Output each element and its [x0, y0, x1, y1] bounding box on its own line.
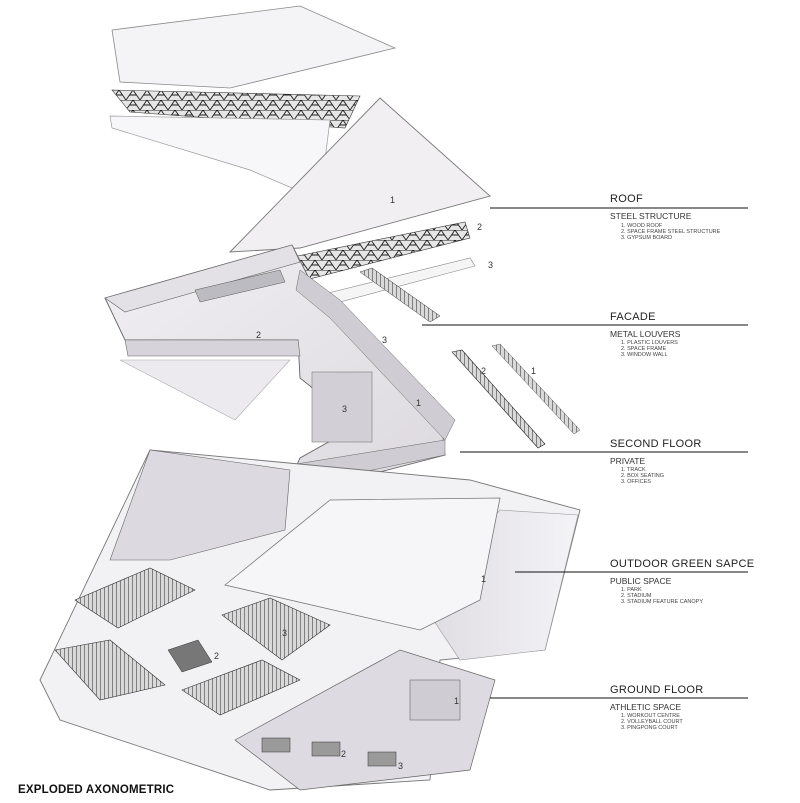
stadium-canopy-west — [54, 639, 166, 701]
legend-ground-floor: GROUND FLOOR ATHLETIC SPACE 1. WORKOUT C… — [610, 684, 703, 731]
legend-facade: FACADE METAL LOUVERS 1. PLASTIC LOUVERS … — [610, 311, 681, 358]
legend-second-floor: SECOND FLOOR PRIVATE 1. TRACK 2. BOX SEA… — [610, 438, 702, 485]
outdoor-stadium-canopy — [224, 497, 501, 631]
roof-item-1: 1. WOOD ROOF — [621, 223, 663, 229]
legend-roof: ROOF STEEL STRUCTURE 1. WOOD ROOF 2. SPA… — [610, 193, 721, 241]
outdoor-ground-layer — [39, 449, 581, 791]
roof-item-2: 2. SPACE FRAME STEEL STRUCTURE — [621, 229, 721, 235]
second-floor-item-2: 2. BOX SEATING — [621, 473, 664, 479]
facade-marker-3: 3 — [382, 335, 387, 345]
second-floor-box-seating — [194, 269, 286, 303]
facade-louver-strip-2 — [451, 349, 546, 449]
second-floor-underside — [119, 359, 291, 421]
second-floor-item-1: 1. TRACK — [621, 467, 646, 473]
second-floor-layer — [104, 244, 456, 486]
ground-floor-heading: GROUND FLOOR — [610, 684, 703, 696]
ground-floor-item-3: 3. PINGPONG COURT — [621, 725, 678, 731]
second-floor-subtitle: PRIVATE — [610, 456, 645, 466]
roof-item-3: 3. GYPSUM BOARD — [621, 235, 672, 241]
outdoor-marker-1: 1 — [481, 574, 486, 584]
second-marker-3: 3 — [342, 404, 347, 414]
second-floor-wall-top — [104, 244, 301, 313]
facade-marker-2: 2 — [481, 366, 486, 376]
roof-marker-1: 1 — [390, 195, 395, 205]
roof-heading: ROOF — [610, 193, 643, 205]
second-floor-item-3: 3. OFFICES — [621, 479, 651, 485]
second-floor-wall-front — [124, 339, 301, 357]
facade-item-1: 1. PLASTIC LOUVERS — [621, 340, 678, 346]
outdoor-item-2: 2. STADIUM — [621, 593, 652, 599]
volleyball-court-1 — [261, 737, 291, 753]
ground-marker-3: 3 — [398, 761, 403, 771]
stadium-canopy-north — [74, 567, 196, 629]
stadium-canopy-south — [181, 659, 301, 716]
second-floor-heading: SECOND FLOOR — [610, 438, 702, 450]
facade-subtitle: METAL LOUVERS — [610, 329, 681, 339]
leader-lines — [422, 207, 748, 699]
ground-marker-1: 1 — [454, 696, 459, 706]
roof-subtitle: STEEL STRUCTURE — [610, 211, 692, 221]
legend-outdoor: OUTDOOR GREEN SAPCE PUBLIC SPACE 1. PARK… — [610, 558, 754, 605]
stadium-field — [167, 639, 213, 673]
ground-building-block — [109, 449, 291, 561]
facade-item-2: 2. SPACE FRAME — [621, 346, 666, 352]
ground-floor-subtitle: ATHLETIC SPACE — [610, 702, 681, 712]
facade-louver-strip-1 — [491, 343, 581, 435]
ground-floor-item-1: 1. WORKOUT CENTRE — [621, 713, 680, 719]
facade-marker-1: 1 — [531, 366, 536, 376]
pingpong-court — [367, 751, 397, 767]
facade-louver-strip-3 — [359, 267, 441, 323]
second-marker-2: 2 — [256, 330, 261, 340]
second-marker-1: 1 — [416, 398, 421, 408]
outdoor-marker-3: 3 — [282, 628, 287, 638]
roof-wood-panel — [111, 5, 397, 89]
number-markers: 1 2 3 1 2 3 1 2 3 1 2 3 1 2 3 — [214, 195, 536, 771]
roof-space-frame — [111, 89, 361, 129]
outdoor-marker-2: 2 — [214, 651, 219, 661]
facade-heading: FACADE — [610, 311, 656, 323]
outdoor-subtitle: PUBLIC SPACE — [610, 576, 672, 586]
roof-marker-2: 2 — [477, 222, 482, 232]
volleyball-court-2 — [311, 741, 341, 757]
facade-layer — [359, 267, 581, 449]
ground-floor-item-2: 2. VOLLEYBALL COURT — [621, 719, 683, 725]
second-floor-offices — [311, 371, 373, 443]
drawing-title: EXPLODED AXONOMETRIC — [18, 784, 174, 796]
outdoor-heading: OUTDOOR GREEN SAPCE — [610, 558, 754, 570]
ground-marker-2: 2 — [341, 749, 346, 759]
outdoor-item-1: 1. PARK — [621, 587, 642, 593]
roof-gypsum-board — [109, 115, 331, 201]
outdoor-item-3: 3. STADIUM FEATURE CANOPY — [621, 599, 703, 605]
facade-item-3: 3. WINDOW WALL — [621, 352, 668, 358]
roof-marker-3: 3 — [488, 260, 493, 270]
workout-centre — [409, 679, 461, 721]
stadium-canopy-east — [221, 597, 331, 661]
